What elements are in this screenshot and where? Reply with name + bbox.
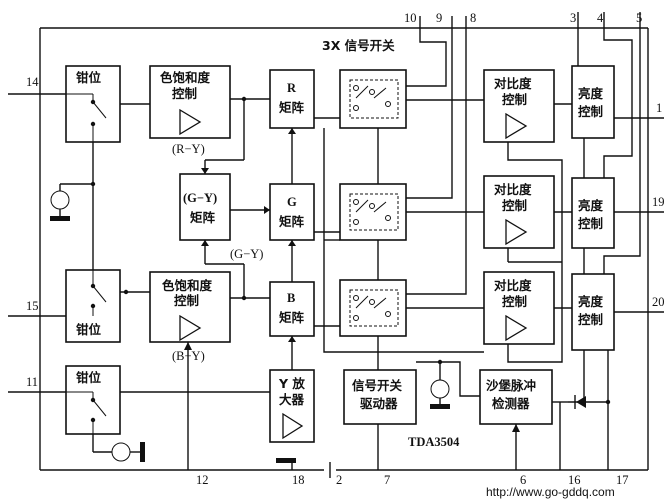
ry-label: (R−Y) — [172, 142, 205, 156]
bottom-bias-source — [92, 434, 145, 462]
driver-line2: 驱动器 — [360, 396, 398, 411]
r-matrix: R 矩阵 — [269, 69, 315, 129]
saturation-control-1: 色饱和度 控制 — [149, 65, 231, 139]
contrast-bus — [507, 142, 563, 363]
amp-triangle-icon — [505, 112, 528, 140]
brightness-control-g: 亮度 控制 — [571, 177, 615, 249]
b-matrix: B 矩阵 — [269, 281, 315, 337]
signal-switch-b — [339, 279, 407, 337]
contrast-control-g: 对比度 控制 — [483, 175, 555, 249]
sat-2-line1: 色饱和度 — [162, 278, 213, 293]
bri-b-line1: 亮度 — [578, 294, 604, 309]
contrast-control-r: 对比度 控制 — [483, 69, 555, 143]
bri-r-line1: 亮度 — [578, 86, 604, 101]
amp-triangle-icon — [179, 314, 202, 342]
pin-4: 4 — [597, 11, 604, 25]
pin-20: 20 — [652, 295, 665, 309]
b-matrix-line2: 矩阵 — [279, 310, 305, 325]
bri-g-line1: 亮度 — [578, 198, 604, 213]
bri-r-line2: 控制 — [578, 104, 603, 119]
con-b-line1: 对比度 — [494, 278, 532, 293]
pin-8-route — [406, 16, 467, 295]
clamp-block-3: 钳位 — [65, 365, 121, 435]
amp-triangle-icon — [282, 412, 304, 440]
pin-15: 15 — [26, 299, 39, 313]
r-matrix-line1: R — [287, 81, 297, 95]
pin-6: 6 — [520, 473, 526, 487]
diode-icon — [568, 395, 608, 409]
y-amp-line1: Y 放 — [278, 376, 305, 391]
con-r-line1: 对比度 — [494, 76, 532, 91]
r-matrix-line2: 矩阵 — [279, 100, 305, 115]
y-amplifier: Y 放 大器 — [269, 369, 315, 443]
pin-18-ground — [276, 458, 296, 463]
con-r-line2: 控制 — [502, 92, 527, 107]
con-b-line2: 控制 — [502, 294, 527, 309]
switch-driver: 信号开关 驱动器 — [343, 369, 417, 425]
watermark: http://www.go-gddq.com — [486, 485, 615, 499]
reference-source — [430, 379, 450, 409]
signal-switch-title: 3X 信号开关 — [322, 38, 395, 53]
saturation-control-2: 色饱和度 控制 — [149, 271, 231, 343]
pin-5-route — [603, 12, 641, 274]
pin-5: 5 — [636, 11, 642, 25]
pin-3: 3 — [570, 11, 576, 25]
amp-triangle-icon — [505, 314, 528, 342]
amp-triangle-icon — [179, 108, 202, 136]
sat-2-line2: 控制 — [174, 293, 199, 308]
pin-7: 7 — [384, 473, 390, 487]
pin-8: 8 — [470, 11, 476, 25]
signal-switch-r — [339, 69, 407, 129]
sand-line1: 沙堡脉冲 — [486, 378, 536, 393]
amp-triangle-icon — [505, 218, 528, 246]
g-matrix-line1: G — [287, 195, 297, 209]
clamp-block-1: 钳位 — [65, 65, 121, 143]
driver-line1: 信号开关 — [352, 378, 403, 393]
g-matrix-line2: 矩阵 — [279, 214, 305, 229]
con-g-line1: 对比度 — [494, 182, 532, 197]
pin-4-route — [603, 12, 633, 178]
sat-1-line1: 色饱和度 — [160, 70, 211, 85]
bri-g-line2: 控制 — [578, 216, 603, 231]
clamp-3-label: 钳位 — [76, 370, 102, 385]
pin-17: 17 — [616, 473, 629, 487]
pin-2: 2 — [336, 473, 342, 487]
gy-matrix-line1: (G−Y) — [183, 191, 217, 205]
clamp-2-label: 钳位 — [76, 322, 102, 337]
sat-1-line2: 控制 — [172, 86, 197, 101]
chip-outline — [39, 27, 649, 471]
b-matrix-line1: B — [287, 291, 295, 305]
pin-11: 11 — [26, 375, 38, 389]
pin-10: 10 — [404, 11, 417, 25]
sand-line2: 检测器 — [492, 396, 530, 411]
con-g-line2: 控制 — [502, 198, 527, 213]
sandcastle-detector: 沙堡脉冲 检测器 — [479, 369, 553, 425]
left-bias-source — [50, 181, 96, 221]
gy-label: (G−Y) — [230, 247, 263, 261]
pin-12: 12 — [196, 473, 209, 487]
pin-9: 9 — [436, 11, 442, 25]
gy-matrix: (G−Y) 矩阵 — [179, 173, 231, 241]
contrast-control-b: 对比度 控制 — [483, 271, 555, 345]
bri-b-line2: 控制 — [578, 312, 603, 327]
pin-14: 14 — [26, 75, 39, 89]
pin-10-route — [406, 16, 447, 87]
clamp-1-label: 钳位 — [76, 70, 102, 85]
brightness-control-r: 亮度 控制 — [571, 65, 615, 139]
signal-switch-g — [339, 183, 407, 241]
pin-19: 19 — [652, 195, 665, 209]
g-matrix: G 矩阵 — [269, 183, 315, 241]
clamp-block-2: 钳位 — [65, 269, 121, 343]
pin-9-route — [406, 16, 453, 199]
pin-18: 18 — [292, 473, 305, 487]
brightness-control-b: 亮度 控制 — [571, 273, 615, 351]
pin-1: 1 — [656, 101, 662, 115]
chip-label: TDA3504 — [408, 435, 460, 449]
pin-16: 16 — [568, 473, 581, 487]
y-amp-line2: 大器 — [279, 392, 305, 407]
gy-matrix-line2: 矩阵 — [190, 210, 216, 225]
